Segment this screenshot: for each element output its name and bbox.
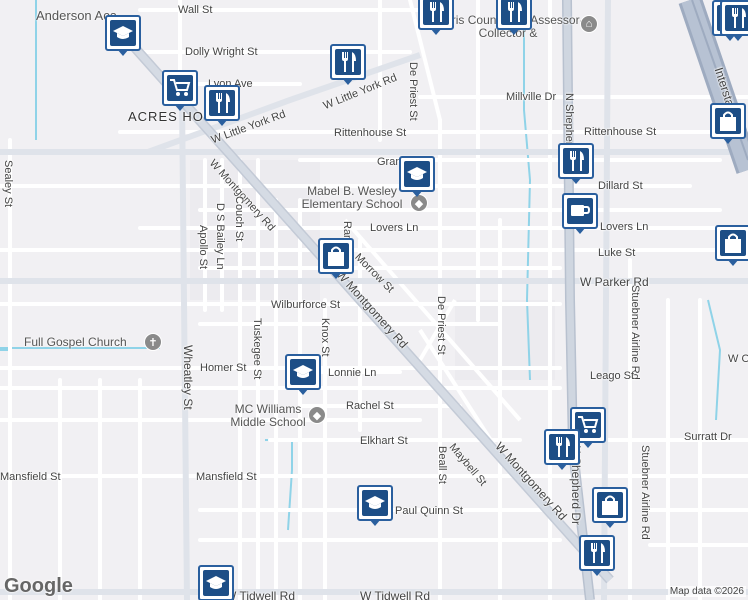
school-circle-icon[interactable]: ◆ — [308, 406, 326, 424]
map-marker-shopping-bag[interactable] — [592, 487, 628, 528]
place-label-acres-homes[interactable]: ACRES HO — [128, 109, 204, 124]
shopping-bag-icon — [597, 492, 623, 518]
map-marker-shopping-cart[interactable] — [162, 70, 198, 111]
street-label-w-tidwell-west: W Tidwell Rd — [225, 589, 296, 600]
place-label-mabel-wesley[interactable]: Mabel B. Wesley Elementary School — [301, 184, 403, 211]
google-logo: Google — [4, 575, 73, 597]
map-marker-school[interactable] — [399, 156, 435, 197]
restaurant-icon — [725, 5, 748, 31]
shopping-bag-icon — [720, 230, 746, 256]
street-label-dolly-wright: Dolly Wright St — [185, 46, 258, 58]
street-label-luke: Luke St — [598, 247, 636, 259]
restaurant-icon — [501, 0, 527, 25]
street-label-w-o: W O — [728, 353, 748, 365]
street-label-millville: Millville Dr — [506, 91, 557, 103]
street-label-tuskegee: Tuskegee St — [251, 318, 263, 380]
map-marker-restaurant[interactable] — [330, 44, 366, 85]
map-marker-shopping-bag[interactable] — [318, 238, 354, 279]
street-label-grand: Grand — [377, 156, 408, 168]
government-icon[interactable]: ⌂ — [580, 15, 598, 33]
street-label-lonnie: Lonnie Ln — [328, 367, 377, 379]
street-label-surratt: Surratt Dr — [684, 431, 732, 443]
school-icon — [110, 20, 136, 46]
street-label-wall: Wall St — [178, 4, 213, 16]
street-label-lovers-east: Lovers Ln — [600, 221, 649, 233]
street-label-sealey: Sealey St — [2, 160, 14, 208]
map-marker-school[interactable] — [105, 15, 141, 56]
street-label-beall: Beall St — [436, 446, 448, 484]
street-label-paul-quinn: Paul Quinn St — [395, 505, 463, 517]
street-label-dillard: Dillard St — [598, 180, 643, 192]
street-label-rachel: Rachel St — [346, 400, 394, 412]
street-label-w-tidwell-east: W Tidwell Rd — [360, 589, 431, 600]
restaurant-icon — [549, 434, 575, 460]
street-label-rittenhouse-east: Rittenhouse St — [584, 126, 657, 138]
street-label-knox: Knox St — [319, 318, 331, 357]
map-marker-restaurant[interactable] — [720, 0, 748, 41]
restaurant-icon — [584, 540, 610, 566]
restaurant-icon — [563, 148, 589, 174]
street-label-w-parker: W Parker Rd — [580, 275, 649, 289]
street-label-stuebner-south: Stuebner Airline Rd — [639, 445, 651, 540]
street-label-lovers: Lovers Ln — [370, 222, 419, 234]
school-icon — [290, 359, 316, 385]
school-icon — [362, 490, 388, 516]
restaurant-icon — [209, 90, 235, 116]
map-marker-shopping-bag[interactable] — [715, 225, 748, 266]
shopping-cart-icon — [167, 75, 193, 101]
street-label-mansfield-east: Mansfield St — [196, 471, 257, 483]
map-attribution[interactable]: Map data ©2026 — [667, 586, 746, 597]
school-icon — [203, 570, 229, 596]
map-marker-school[interactable] — [198, 565, 234, 600]
street-label-wheatley: Wheatley St — [181, 345, 195, 410]
street-label-mansfield-west: Mansfield St — [0, 471, 61, 483]
map-marker-restaurant[interactable] — [544, 429, 580, 470]
restaurant-icon — [335, 49, 361, 75]
street-label-lyon: Lyon Ave — [208, 78, 253, 90]
street-label-couch: Couch St — [233, 196, 245, 242]
map-marker-school[interactable] — [285, 354, 321, 395]
street-label-rittenhouse-west: Rittenhouse St — [334, 127, 407, 139]
place-label-mc-williams[interactable]: MC Williams Middle School — [230, 402, 306, 429]
restaurant-icon — [423, 0, 449, 25]
street-label-elkhart: Elkhart St — [360, 435, 408, 447]
map-marker-restaurant[interactable] — [558, 143, 594, 184]
map-marker-restaurant[interactable] — [496, 0, 532, 35]
place-label-full-gospel[interactable]: Full Gospel Church — [24, 335, 127, 349]
map-marker-coffee[interactable] — [562, 193, 598, 234]
street-label-stuebner-north: Stuebner Airline Rd — [629, 285, 641, 380]
church-icon[interactable]: ✝ — [144, 333, 162, 351]
street-label-wilburforce: Wilburforce St — [271, 299, 341, 311]
shopping-bag-icon — [715, 108, 741, 134]
map-marker-shopping-bag[interactable] — [710, 103, 746, 144]
map-marker-restaurant[interactable] — [579, 535, 615, 576]
coffee-icon — [567, 198, 593, 224]
street-label-de-priest-north: De Priest St — [407, 62, 419, 121]
shopping-bag-icon — [323, 243, 349, 269]
street-label-leago: Leago St — [590, 370, 635, 382]
street-label-de-priest-south: De Priest St — [435, 296, 447, 355]
map-marker-restaurant[interactable] — [418, 0, 454, 35]
street-label-ds-bailey: D S Bailey Ln — [214, 203, 226, 270]
school-icon — [404, 161, 430, 187]
street-label-apollo: Apollo St — [197, 225, 209, 270]
map-marker-school[interactable] — [357, 485, 393, 526]
street-label-homer: Homer St — [200, 362, 247, 374]
map-marker-restaurant[interactable] — [204, 85, 240, 126]
place-label-anderson[interactable]: Anderson Aca — [36, 8, 117, 23]
